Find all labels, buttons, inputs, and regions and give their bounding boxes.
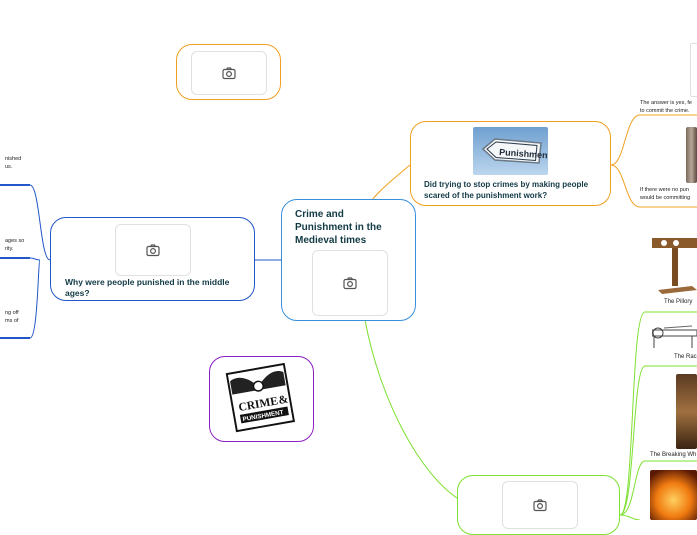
breaking-wheel-caption: The Breaking Wh (650, 452, 697, 458)
breaking-wheel-image (676, 374, 697, 449)
left-snippet-1b: us. (5, 164, 13, 170)
crime-logo-node[interactable]: CRIME & PUNISHMENT (209, 356, 314, 442)
connector-lines (0, 114, 697, 520)
central-topic-title: Crime and Punishment in the Medieval tim… (295, 209, 382, 246)
crime-punishment-logo: CRIME & PUNISHMENT (225, 362, 296, 433)
pillory-image (652, 238, 697, 294)
camera-icon (146, 244, 160, 257)
left-snippet-3a: ng off (5, 310, 19, 316)
crowd-image (686, 127, 697, 183)
left-snippet-3b: ms of (5, 318, 19, 324)
punishments-image-placeholder[interactable] (502, 481, 578, 529)
why-image-placeholder[interactable] (115, 224, 191, 276)
camera-icon (533, 499, 547, 512)
if-text-2: would be committing (640, 195, 691, 201)
link-central-green (364, 319, 461, 501)
punishment-sign-graphic: Punishment (481, 138, 548, 164)
left-snippet-2a: ages so (5, 238, 25, 244)
burning-image (650, 470, 697, 520)
link-scared-branches (610, 114, 697, 208)
if-text-1: If there were no pun (640, 187, 689, 193)
central-topic-node[interactable]: Crime and Punishment in the Medieval tim… (281, 199, 416, 321)
answer-text-2: to commit the crime. (640, 108, 690, 114)
answer-image-placeholder[interactable] (690, 43, 697, 97)
pillory-caption: The Pillory (664, 299, 693, 305)
punishment-sign-text: Punishment (499, 147, 548, 161)
camera-icon (343, 277, 357, 290)
why-punished-title: Why were people punished in the middle a… (65, 277, 230, 298)
empty-orange-node[interactable] (176, 44, 281, 100)
left-snippet-1a: nished (5, 156, 22, 162)
svg-text:&: & (277, 392, 289, 407)
orange-image-placeholder[interactable] (191, 51, 267, 95)
why-punished-node[interactable]: Why were people punished in the middle a… (50, 217, 255, 301)
punishment-sign-image: Punishment (473, 127, 548, 175)
rack-caption: The Rac (674, 354, 697, 360)
scared-punishment-title: Did trying to stop crimes by making peop… (424, 180, 589, 200)
answer-text-1: The answer is yes, fe (640, 100, 692, 106)
link-green-branches (619, 311, 697, 520)
scared-punishment-node[interactable]: Punishment Did trying to stop crimes by … (410, 121, 611, 206)
camera-icon (222, 67, 236, 80)
link-central-scared (371, 164, 411, 201)
central-image-placeholder[interactable] (312, 250, 388, 316)
punishments-node[interactable] (457, 475, 620, 535)
link-why-branches (0, 184, 51, 339)
rack-image (652, 325, 697, 348)
left-snippet-2b: rity. (5, 246, 14, 252)
